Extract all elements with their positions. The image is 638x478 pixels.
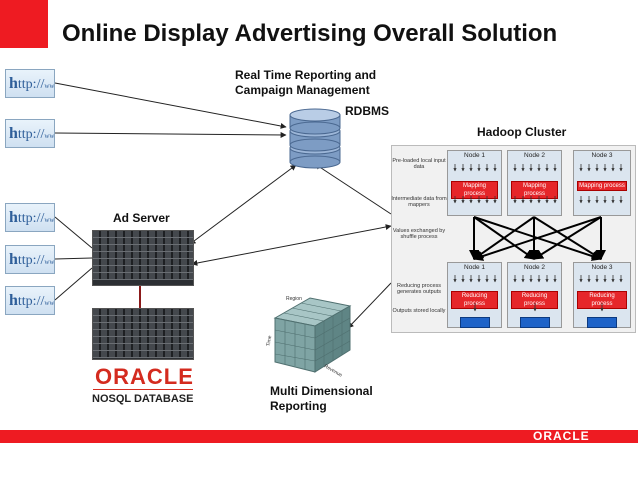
output-block bbox=[459, 317, 490, 328]
cube-region-label: Region bbox=[286, 296, 302, 302]
hadoop-step-reducing: Reducing process generates outputs bbox=[396, 283, 442, 295]
realtime-label-line1: Real Time Reporting and bbox=[235, 68, 377, 82]
nosql-database-label: NOSQL DATABASE bbox=[92, 393, 194, 405]
rdbms-label: RDBMS bbox=[345, 104, 389, 118]
slide-title: Online Display Advertising Overall Solut… bbox=[62, 20, 558, 47]
mapping-process: Mapping process bbox=[451, 181, 498, 199]
ad-server-rack-image bbox=[92, 230, 194, 286]
hadoop-reduce-node-1: Node 1 Reducing process bbox=[447, 262, 502, 328]
hadoop-cluster-label: Hadoop Cluster bbox=[477, 125, 567, 139]
arrow-adserver-hadoop bbox=[191, 224, 392, 266]
realtime-label-line2: Campaign Management bbox=[235, 83, 370, 97]
multi-label-line2: Reporting bbox=[270, 399, 327, 413]
mapping-process: Mapping process bbox=[511, 181, 558, 199]
footer-brand-bar bbox=[0, 430, 638, 443]
hadoop-map-node-3: Node 3 Mapping process bbox=[573, 150, 631, 216]
line-http3-adserver bbox=[54, 216, 93, 249]
arrow-http1-rdbms bbox=[54, 82, 287, 129]
line-http5-adserver bbox=[54, 267, 93, 301]
brand-accent-block bbox=[0, 0, 48, 48]
multi-dimensional-reporting-label: Multi Dimensional Reporting bbox=[270, 384, 373, 414]
output-block bbox=[519, 317, 550, 328]
http-source-5: http://ww bbox=[5, 286, 55, 315]
reducing-process: Reducing process bbox=[451, 291, 498, 309]
http-source-2: http://ww bbox=[5, 119, 55, 148]
ad-server-label: Ad Server bbox=[113, 211, 170, 225]
mapping-process: Mapping process bbox=[577, 181, 627, 191]
http-source-4: http://ww bbox=[5, 245, 55, 274]
hadoop-step-intermediate: Intermediate data from mappers bbox=[391, 196, 447, 208]
hadoop-step-preloaded: Pre-loaded local input data bbox=[392, 158, 446, 170]
arrow-hadoop-cube bbox=[347, 282, 392, 329]
node-title: Node 2 bbox=[524, 264, 545, 271]
node-title: Node 2 bbox=[524, 152, 545, 159]
realtime-reporting-label: Real Time Reporting and Campaign Managem… bbox=[235, 68, 376, 98]
node-title: Node 1 bbox=[464, 264, 485, 271]
hadoop-reduce-node-3: Node 3 Reducing process bbox=[573, 262, 631, 328]
http-source-3: http://ww bbox=[5, 203, 55, 232]
footer-oracle-logo: ORACLE bbox=[533, 429, 590, 443]
node-title: Node 1 bbox=[464, 152, 485, 159]
node-title: Node 3 bbox=[591, 152, 613, 159]
oracle-logo-underline bbox=[93, 389, 193, 390]
hadoop-map-node-1: Node 1 Mapping process bbox=[447, 150, 502, 216]
arrow-hadoop-rdbms bbox=[314, 163, 392, 215]
http-source-1: http://ww bbox=[5, 69, 55, 98]
node-title: Node 3 bbox=[591, 264, 613, 271]
nosql-server-rack-image bbox=[92, 308, 194, 360]
arrow-http2-rdbms bbox=[54, 131, 287, 138]
oracle-logo: ORACLE bbox=[95, 364, 194, 389]
line-http4-adserver bbox=[54, 257, 93, 260]
hadoop-map-node-2: Node 2 Mapping process bbox=[507, 150, 562, 216]
hadoop-step-outputs: Outputs stored locally bbox=[392, 308, 446, 314]
output-block bbox=[587, 317, 617, 328]
hadoop-reduce-node-2: Node 2 Reducing process bbox=[507, 262, 562, 328]
hadoop-step-shuffle: Values exchanged by shuffle process bbox=[392, 228, 446, 240]
multi-label-line1: Multi Dimensional bbox=[270, 384, 373, 398]
reducing-process: Reducing process bbox=[511, 291, 558, 309]
